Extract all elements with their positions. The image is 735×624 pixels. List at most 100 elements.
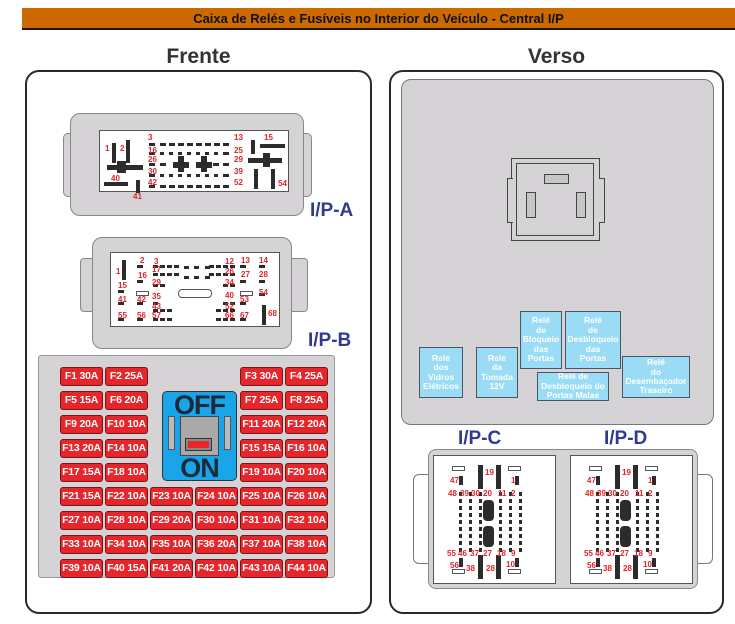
fuse-f15[interactable]: F15 15A [240, 439, 283, 458]
fuse-f36[interactable]: F36 20A [195, 535, 238, 554]
fuse-f35[interactable]: F35 10A [150, 535, 193, 554]
pin-terminal [149, 174, 155, 177]
relay-bloqueio-portas[interactable]: Relé de Bloqueio das Portas [520, 311, 562, 369]
off-on-switch[interactable]: OFF ON [162, 390, 237, 483]
pin-terminal [519, 534, 522, 538]
fuse-f1[interactable]: F1 30A [60, 367, 103, 386]
fuse-f39[interactable]: F39 10A [60, 559, 103, 578]
pin-number: 26 [225, 267, 234, 276]
pin-terminal [209, 265, 214, 268]
fuse-f6[interactable]: F6 20A [105, 391, 148, 410]
pin-terminal [606, 548, 609, 552]
pin-number: 19 [622, 468, 631, 477]
fuse-f4[interactable]: F4 25A [285, 367, 328, 386]
fuse-f8[interactable]: F8 25A [285, 391, 328, 410]
pin-number: 2 [648, 489, 653, 498]
fuse-f9[interactable]: F9 20A [60, 415, 103, 434]
fuse-f22[interactable]: F22 10A [105, 487, 148, 506]
pin-terminal [519, 548, 522, 552]
fuse-f33[interactable]: F33 10A [60, 535, 103, 554]
fuse-f31[interactable]: F31 10A [240, 511, 283, 530]
fuse-f24[interactable]: F24 10A [195, 487, 238, 506]
fuse-f3[interactable]: F3 30A [240, 367, 283, 386]
pin-number: 30 [148, 167, 157, 176]
pin-terminal [596, 548, 599, 552]
pin-terminal [137, 318, 143, 321]
fuse-f17[interactable]: F17 15A [60, 463, 103, 482]
fuse-f23[interactable]: F23 10A [150, 487, 193, 506]
fuse-f43[interactable]: F43 10A [240, 559, 283, 578]
fuse-f12[interactable]: F12 20A [285, 415, 328, 434]
fuse-f32[interactable]: F32 10A [285, 511, 328, 530]
pin-terminal [656, 492, 659, 496]
relay-tomada-12v[interactable]: Relé da Tomada 12V [476, 347, 518, 398]
pin-terminal [499, 534, 502, 538]
relay-desbloqueio-porta-malas[interactable]: Relé de Desbloqueio do Portas Malas [537, 372, 609, 401]
pin-terminal [478, 555, 483, 579]
fuse-f37[interactable]: F37 10A [240, 535, 283, 554]
fuse-f29[interactable]: F29 20A [150, 511, 193, 530]
pin-terminal [509, 541, 512, 545]
switch-toggle[interactable] [185, 438, 212, 451]
page-title: Caixa de Relés e Fusíveis no Interior do… [193, 11, 564, 26]
pin-terminal [656, 499, 659, 503]
fuse-f30[interactable]: F30 10A [195, 511, 238, 530]
fuse-f44[interactable]: F44 10A [285, 559, 328, 578]
fuse-f26[interactable]: F26 10A [285, 487, 328, 506]
page-title-bar: Caixa de Relés e Fusíveis no Interior do… [22, 8, 735, 30]
pin-terminal [230, 273, 235, 276]
fuse-f10[interactable]: F10 10A [105, 415, 148, 434]
fuse-f28[interactable]: F28 10A [105, 511, 148, 530]
fuse-f16[interactable]: F16 10A [285, 439, 328, 458]
pin-terminal [479, 541, 482, 545]
pin-terminal [479, 513, 482, 517]
fuse-f38[interactable]: F38 10A [285, 535, 328, 554]
pin-terminal [636, 506, 639, 510]
pin-terminal [187, 152, 191, 155]
pin-terminal [153, 284, 158, 287]
pin-terminal [459, 513, 462, 517]
pin-terminal [483, 500, 494, 521]
relay-desembacador-traseiro[interactable]: Relé do Desembaçador Traseiro [622, 356, 690, 398]
fuse-f27[interactable]: F27 10A [60, 511, 103, 530]
pin-terminal [483, 526, 494, 547]
pin-terminal [205, 152, 209, 155]
pin-terminal [606, 541, 609, 545]
pin-terminal [499, 527, 502, 531]
fuse-f42[interactable]: F42 10A [195, 559, 238, 578]
fuse-f11[interactable]: F11 20A [240, 415, 283, 434]
fuse-f19[interactable]: F19 10A [240, 463, 283, 482]
pin-number: 25 [234, 146, 243, 155]
pin-terminal [479, 506, 482, 510]
pin-number: 20 [620, 489, 629, 498]
fuse-f2[interactable]: F2 25A [105, 367, 148, 386]
fuse-f40[interactable]: F40 15A [105, 559, 148, 578]
pin-terminal [509, 506, 512, 510]
pin-terminal [149, 152, 155, 155]
pin-terminal [515, 476, 519, 485]
pin-terminal [616, 527, 619, 531]
pin-terminal [499, 499, 502, 503]
fuse-f5[interactable]: F5 15A [60, 391, 103, 410]
pin-terminal [160, 273, 165, 276]
fuse-f41[interactable]: F41 20A [150, 559, 193, 578]
pin-terminal [646, 513, 649, 517]
connector-ip-c[interactable] [433, 455, 556, 584]
fuse-f20[interactable]: F20 10A [285, 463, 328, 482]
fuse-f18[interactable]: F18 10A [105, 463, 148, 482]
fuse-f14[interactable]: F14 10A [105, 439, 148, 458]
fuse-f25[interactable]: F25 10A [240, 487, 283, 506]
pin-terminal [137, 265, 143, 268]
fuse-f13[interactable]: F13 20A [60, 439, 103, 458]
fuse-f7[interactable]: F7 25A [240, 391, 283, 410]
fuse-f34[interactable]: F34 10A [105, 535, 148, 554]
pin-terminal [223, 302, 228, 305]
connector-label-ip-a: I/P-A [310, 200, 354, 221]
relay-vidros-eletricos[interactable]: Relé dos Vidros Elétricos [419, 347, 463, 398]
pin-terminal [194, 276, 199, 279]
fuse-f21[interactable]: F21 15A [60, 487, 103, 506]
connector-ip-d[interactable] [570, 455, 693, 584]
connector-key [178, 289, 212, 298]
relay-desbloqueio-portas[interactable]: Relé de Desbloqueio das Portas [565, 311, 621, 369]
pin-terminal [263, 153, 270, 167]
